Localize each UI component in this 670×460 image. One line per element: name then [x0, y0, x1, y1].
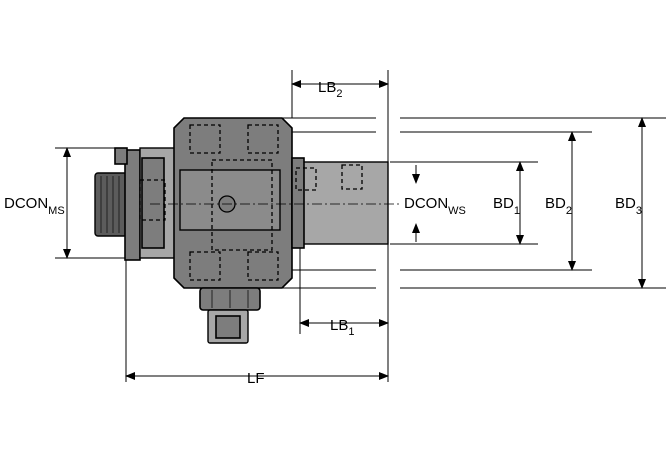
coupling-neck-inner [141, 157, 165, 249]
coupling-thread [94, 172, 128, 237]
dcon-ms-label: DCONMS [4, 195, 65, 217]
coupling-collar [114, 147, 128, 165]
bd3-label: BD3 [615, 195, 642, 217]
hidden-features [139, 124, 363, 281]
shank-collar [291, 157, 305, 249]
dimension-lines [63, 80, 646, 380]
extension-lines [55, 70, 666, 382]
lb1-label: LB1 [330, 317, 354, 338]
lb2-label: LB2 [318, 79, 342, 100]
tool-body [94, 117, 389, 344]
work-shank [291, 161, 389, 245]
lf-label: LF [247, 370, 265, 387]
bd2-label: BD2 [545, 195, 572, 217]
coupling-flange [124, 149, 141, 261]
dcon-ws-label: DCONWS [404, 195, 466, 217]
adjust-nut-flats [211, 290, 249, 308]
bd1-label: BD1 [493, 195, 520, 217]
adjust-screw-socket [215, 315, 241, 339]
thread-lines [100, 176, 120, 233]
